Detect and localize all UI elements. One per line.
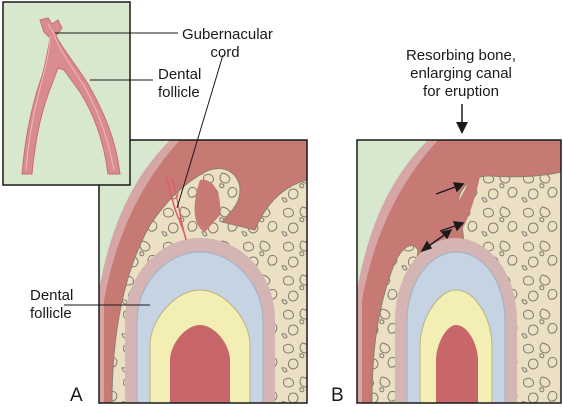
leader-lines xyxy=(55,32,224,306)
gubernacular-cord-label-line1: Gubernacular xyxy=(182,26,273,43)
resorbing-bone-label-line2: enlarging canal xyxy=(410,65,512,82)
gubernacular-cord-label-line2: cord xyxy=(210,44,239,61)
panel-a-follicle-label-line2: follicle xyxy=(30,305,72,322)
resorbing-bone-label-line3: for eruption xyxy=(423,83,499,100)
panel-b-letter: B xyxy=(331,385,344,406)
eruption-arrow xyxy=(456,104,468,134)
resorbing-bone-label-line1: Resorbing bone, xyxy=(406,47,516,64)
panel-a-follicle-label-line1: Dental xyxy=(30,287,73,304)
resorption-arrows xyxy=(420,182,465,253)
follicle-inset xyxy=(2,1,131,186)
inset-follicle-label-line1: Dental xyxy=(158,66,201,83)
panel-a-letter: A xyxy=(70,385,83,406)
panel-a xyxy=(98,139,308,404)
inset-follicle-label-line2: follicle xyxy=(158,84,200,101)
panel-b xyxy=(356,139,562,404)
